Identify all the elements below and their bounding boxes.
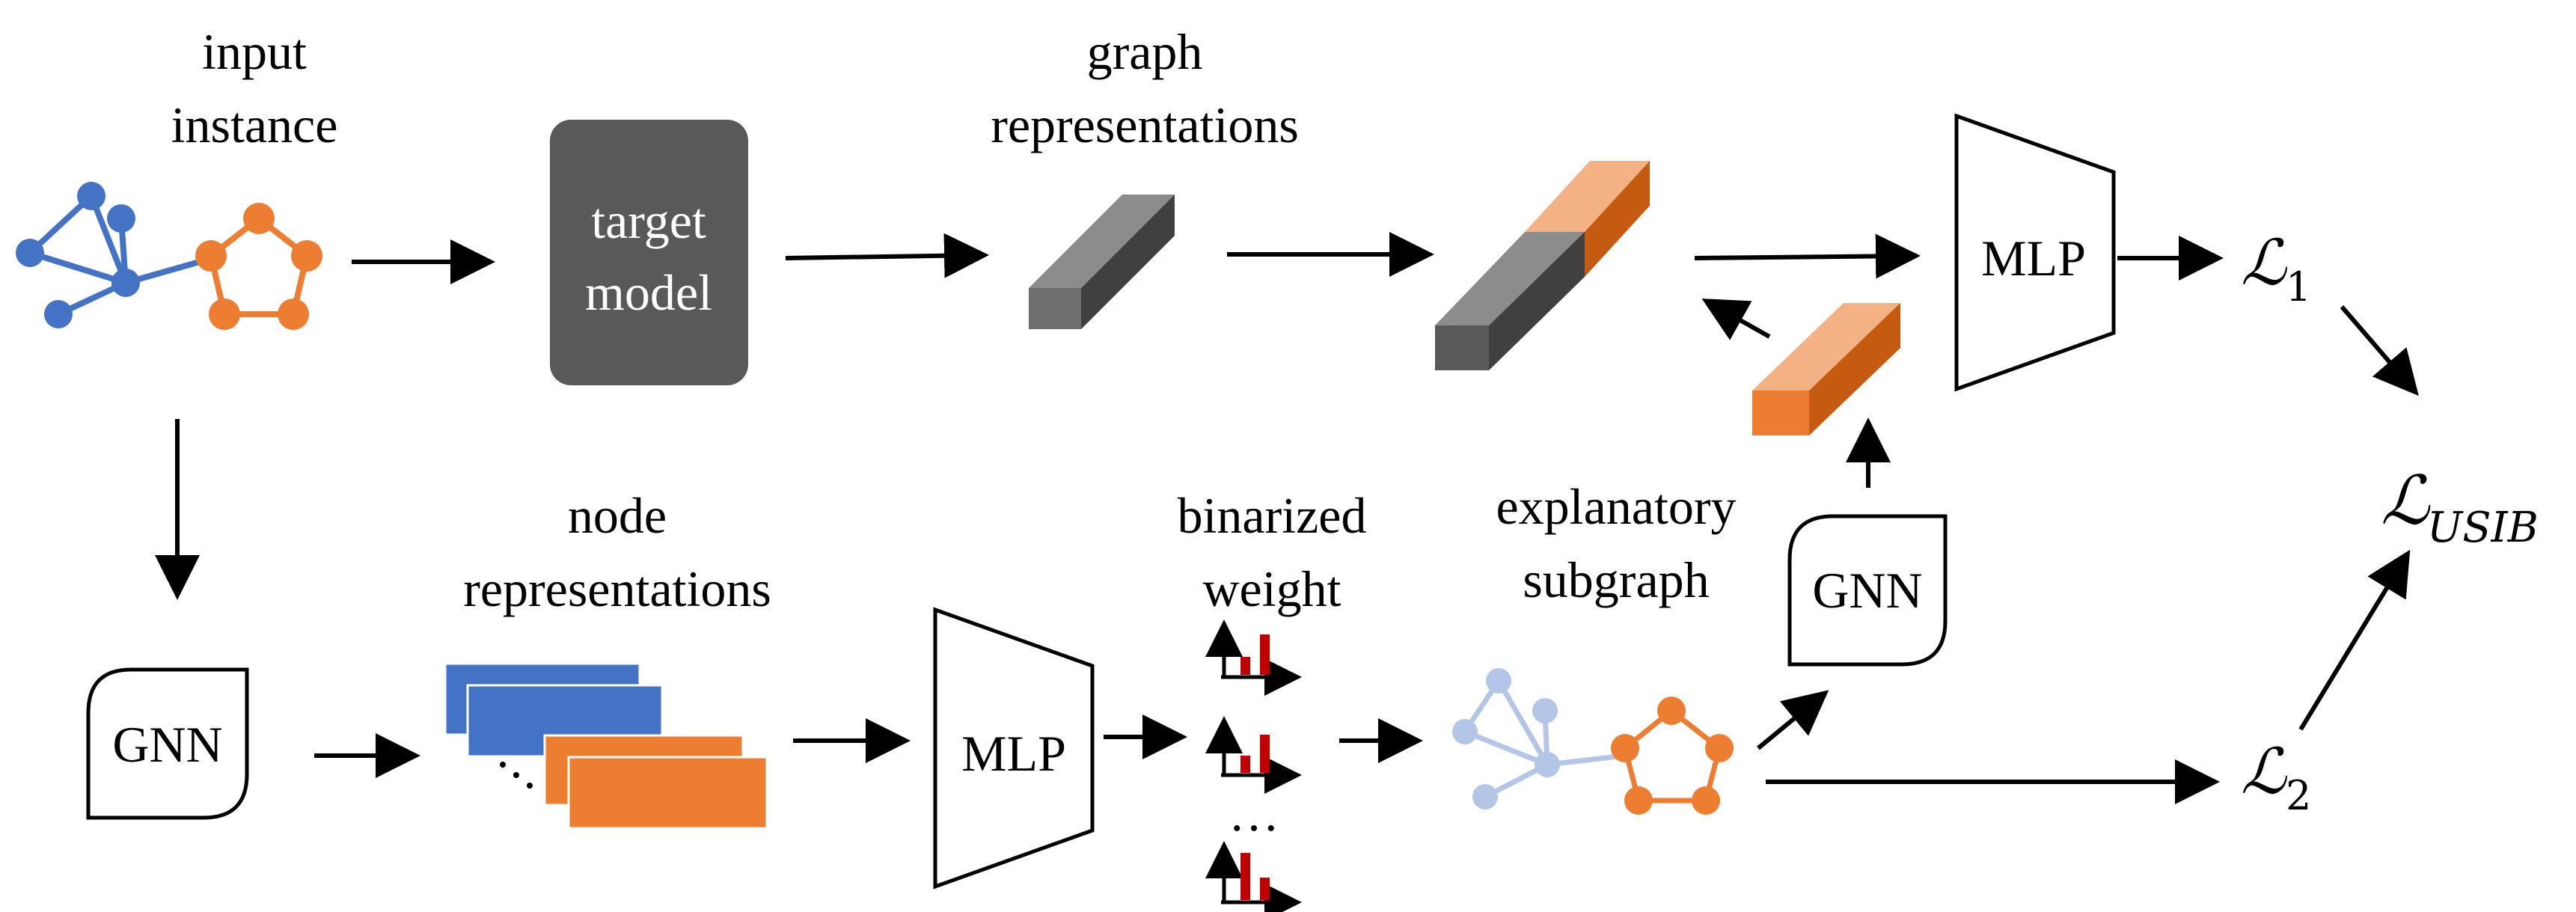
input-pentagon [195, 203, 322, 330]
loss-l2-symbol: ℒ [2241, 735, 2287, 808]
explanatory-subgraph [1452, 668, 1734, 815]
gnn-right-block: GNN [1787, 514, 1948, 667]
arrow-subgraph-to-gnn [1757, 690, 1829, 750]
graph-representation-bar [1029, 195, 1175, 329]
input-instance-label: input instance [171, 23, 338, 153]
loss-usib: ℒ USIB [2381, 462, 2539, 552]
mlp-top-block: MLP [1954, 113, 2116, 392]
gnn-left-label: GNN [112, 716, 222, 773]
graph-representations-label: graph representations [991, 23, 1299, 153]
explanatory-subgraph-line-2: subgraph [1523, 551, 1709, 608]
concatenated-representation-bar [1435, 161, 1650, 370]
input-graph [16, 182, 322, 330]
graph-representations-line-2: representations [991, 97, 1299, 153]
node-representations-line-1: node [568, 487, 667, 544]
graph-representations-line-1: graph [1087, 23, 1203, 80]
explanatory-subgraph-line-1: explanatory [1496, 478, 1737, 535]
loss-l1-subscript: 1 [2286, 263, 2311, 310]
loss-l2: ℒ 2 [2241, 735, 2311, 819]
weight-chart-icon-1 [1205, 619, 1302, 696]
explanatory-subgraph-label: explanatory subgraph [1496, 478, 1737, 608]
mlp-top-label: MLP [1981, 230, 2086, 287]
loss-usib-symbol: ℒ [2381, 462, 2431, 540]
mlp-bottom-block: MLP [933, 607, 1095, 890]
arrow-concat-to-mlp [1694, 233, 1921, 279]
node-representations-label: node representations [463, 487, 771, 617]
mlp-bottom-label: MLP [961, 725, 1066, 782]
binarized-weight-line-1: binarized [1178, 487, 1367, 544]
stack-dots [500, 762, 533, 789]
binarized-weight-line-2: weight [1202, 560, 1341, 617]
loss-usib-subscript: USIB [2427, 504, 2539, 552]
node-representations-line-2: representations [463, 560, 771, 617]
binarized-weight-label: binarized weight [1178, 487, 1367, 617]
explanatory-pentagon [1611, 697, 1734, 815]
target-model-line-1: target [591, 192, 706, 249]
arrow-l2-to-usib [2298, 549, 2411, 731]
loss-l1: ℒ 1 [2241, 226, 2311, 310]
target-model-block: target model [550, 120, 748, 385]
loss-l2-subscript: 2 [2286, 772, 2311, 819]
arrow-l1-to-usib [2340, 305, 2419, 397]
gnn-left-block: GNN [86, 667, 249, 820]
input-instance-line-2: instance [171, 97, 338, 153]
subgraph-representation-bar [1752, 303, 1900, 435]
node-representation-cards [444, 662, 768, 830]
arrow-target-to-graphrep [785, 233, 989, 278]
weight-chart-icon-2 [1205, 716, 1302, 794]
weight-chart-icon-3 [1205, 841, 1302, 912]
arrow-subgraphrep-to-concat [1701, 299, 1771, 340]
loss-l1-symbol: ℒ [2241, 226, 2287, 299]
input-instance-line-1: input [202, 23, 307, 80]
weight-ellipsis: … [1229, 785, 1279, 842]
target-model-line-2: model [585, 264, 712, 321]
gnn-right-label: GNN [1812, 562, 1922, 619]
